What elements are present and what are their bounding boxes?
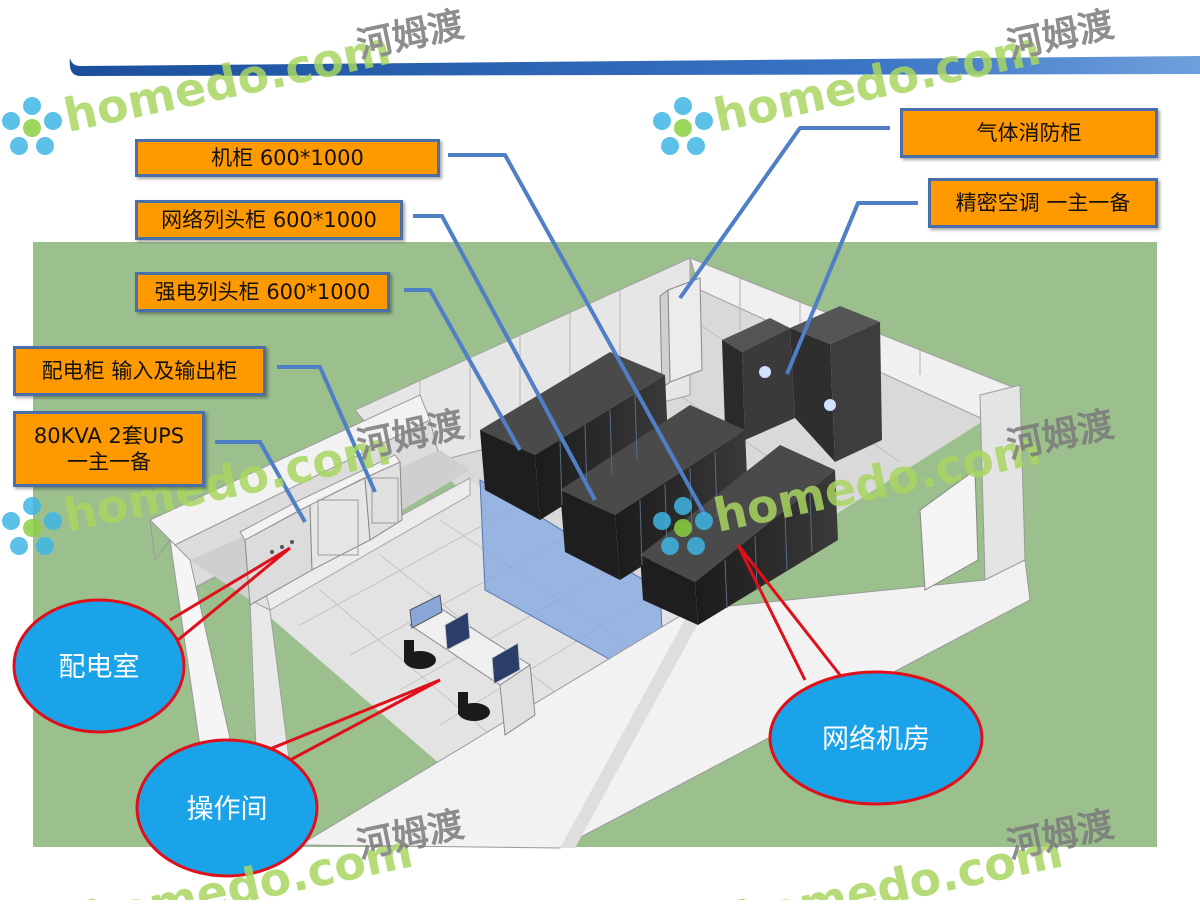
label-network-head-cabinet: 网络列头柜 600*1000 xyxy=(135,200,403,240)
label-distribution-cabinet-text: 配电柜 输入及输出柜 xyxy=(41,358,238,383)
room-bubble-network: 网络机房 xyxy=(768,670,984,806)
watermark-logo-icon xyxy=(653,97,713,155)
leader-lines xyxy=(215,126,918,523)
label-distribution-cabinet: 配电柜 输入及输出柜 xyxy=(13,346,266,396)
watermark-logo-icon xyxy=(2,97,62,155)
label-power-head-cabinet: 强电列头柜 600*1000 xyxy=(135,272,390,312)
label-cabinet: 机柜 600*1000 xyxy=(135,139,440,177)
svg-text:河姆渡: 河姆渡 xyxy=(353,4,467,67)
label-gas-fire-cabinet: 气体消防柜 xyxy=(900,108,1158,158)
label-precision-ac: 精密空调 一主一备 xyxy=(928,178,1158,228)
room-bubble-operation: 操作间 xyxy=(135,738,319,878)
pointer-lines xyxy=(169,544,842,777)
label-ups: 80KVA 2套UPS 一主一备 xyxy=(13,411,205,487)
room-label-distribution: 配电室 xyxy=(59,652,140,683)
precision-ac-units xyxy=(722,306,882,462)
label-ups-line1: 80KVA 2套UPS xyxy=(33,423,185,448)
label-gas-fire-cabinet-text: 气体消防柜 xyxy=(976,120,1082,145)
svg-text:homedo.com: homedo.com xyxy=(59,21,395,143)
label-ups-line2: 一主一备 xyxy=(67,450,151,474)
watermark-logo-icon xyxy=(2,497,62,555)
operator-desks xyxy=(404,594,536,736)
watermark-logo-icon xyxy=(653,497,713,555)
label-precision-ac-text: 精密空调 一主一备 xyxy=(955,190,1131,215)
room-bubble-distribution: 配电室 xyxy=(12,598,186,734)
label-network-head-cabinet-text: 网络列头柜 600*1000 xyxy=(161,207,377,232)
room-label-network: 网络机房 xyxy=(822,724,930,755)
header-bar xyxy=(69,56,1200,76)
label-cabinet-text: 机柜 600*1000 xyxy=(211,145,364,170)
label-power-head-cabinet-text: 强电列头柜 600*1000 xyxy=(154,279,371,304)
room-label-operation: 操作间 xyxy=(187,794,268,825)
